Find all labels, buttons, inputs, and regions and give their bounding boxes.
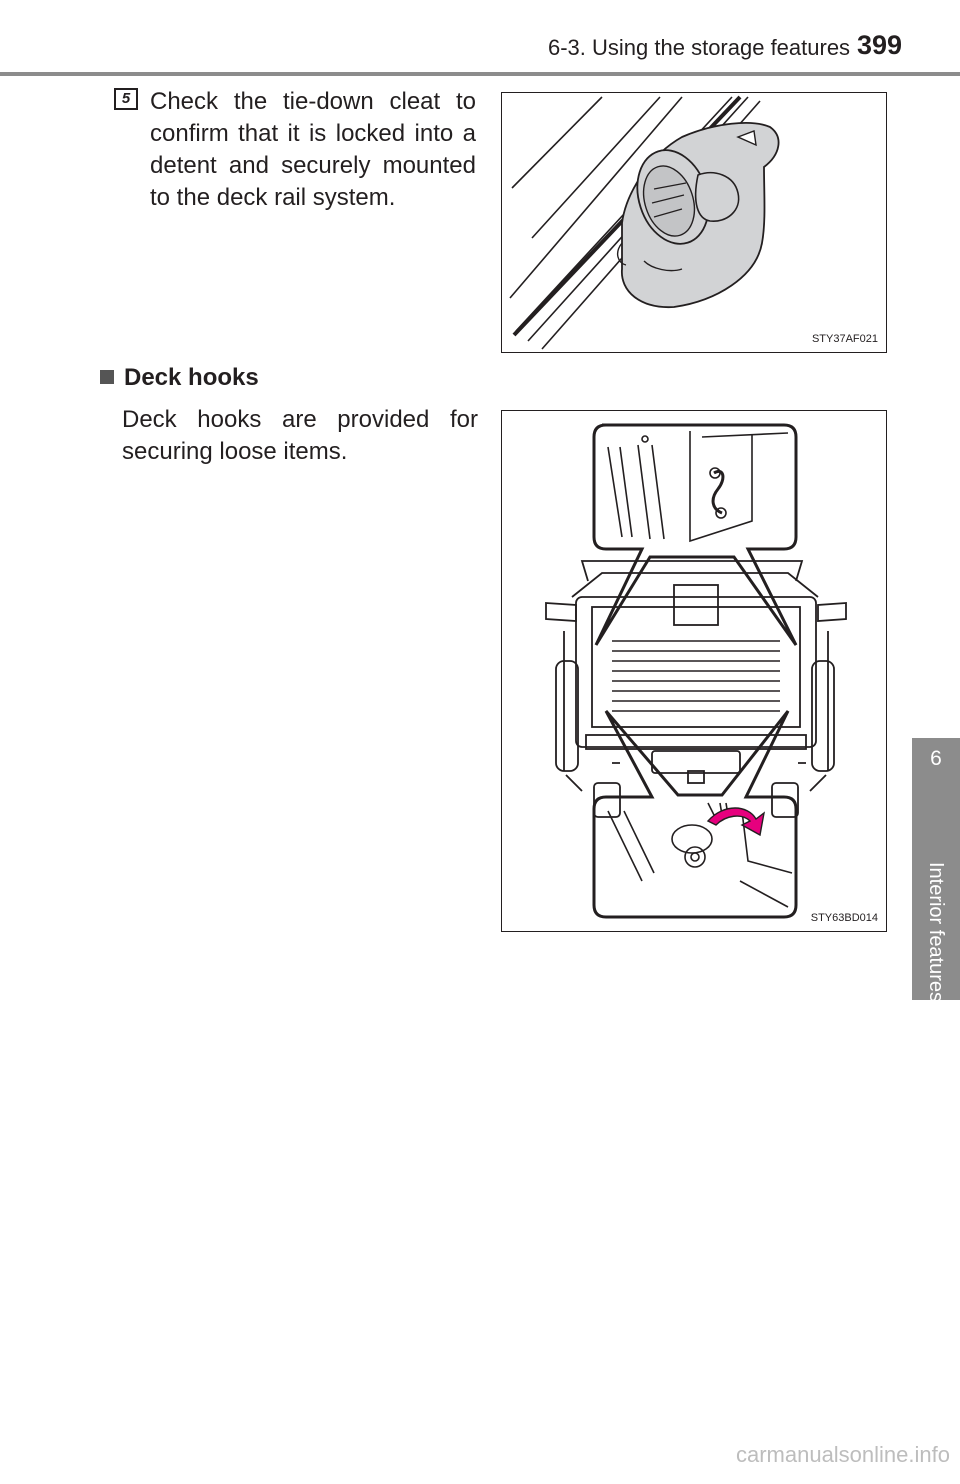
deck-hooks-text: Deck hooks are provided for securing loo… (122, 406, 478, 465)
tie-down-cleat-illustration (509, 95, 780, 350)
step-text: Check the tie-down cleat to confirm that… (150, 88, 476, 211)
figure-code: STY63BD014 (810, 912, 878, 924)
chapter-number: 6 (930, 747, 942, 770)
square-bullet-icon (100, 370, 114, 384)
chapter-title: Interior features (925, 861, 947, 1003)
section-heading: Deck hooks (100, 362, 480, 394)
deck-hooks-illustration (545, 423, 847, 919)
step-number-badge: 5 (114, 88, 138, 110)
chapter-tab (912, 738, 960, 1000)
header-rule (0, 72, 960, 76)
deck-hooks-figure: STY63BD014 (501, 410, 887, 932)
watermark: carmanualsonline.info (735, 1442, 950, 1467)
section-heading-text: Deck hooks (124, 364, 259, 391)
page-number: 399 (856, 30, 902, 60)
tie-down-cleat-figure: STY37AF021 (501, 92, 887, 353)
figure-code: STY37AF021 (811, 333, 878, 345)
section-title: 6-3. Using the storage features (548, 35, 851, 60)
